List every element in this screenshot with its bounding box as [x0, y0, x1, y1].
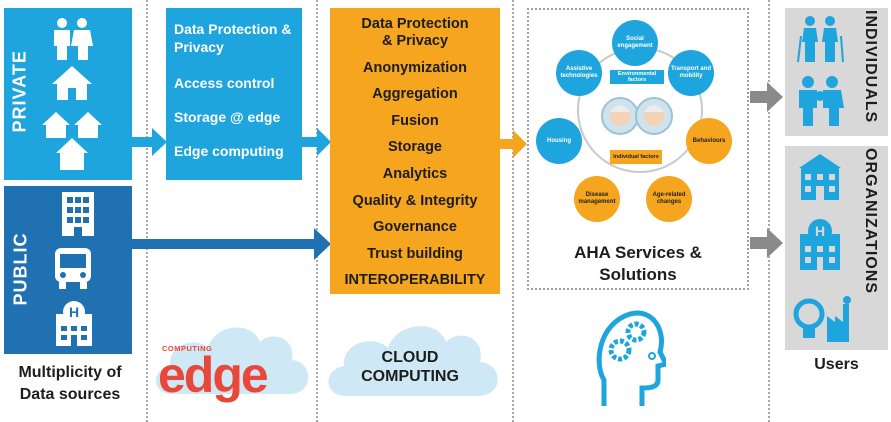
aha-caption-line1: AHA Services & — [574, 243, 702, 262]
social-engagement-circle: Social engagement — [612, 20, 658, 66]
family-icon — [799, 76, 844, 126]
environmental-factors-label: Environmental factors — [610, 70, 664, 84]
cloud-item-5: Storage — [388, 139, 442, 156]
aha-caption: AHA Services & Solutions — [527, 242, 749, 286]
cloud-item-2: Anonymization — [363, 59, 467, 76]
organizations-panel: H ORGANIZATIONS — [785, 146, 888, 350]
school-icon — [799, 154, 841, 200]
edge-logo-small-text: COMPUTING — [162, 344, 213, 353]
arrow-aha-to-organizations — [750, 228, 783, 258]
arrow-private-to-edge — [132, 128, 167, 156]
public-label: PUBLIC — [10, 232, 31, 306]
houses-icon — [42, 112, 102, 170]
arrow-public-to-cloud — [132, 228, 331, 260]
sources-caption: Multiplicity of Data sources — [4, 362, 136, 406]
disease-management-circle: Disease management — [574, 176, 620, 222]
cloud-item-3: Aggregation — [372, 86, 458, 103]
edge-item-3: Storage @ edge — [174, 109, 281, 125]
innovation-industry-icon — [793, 296, 851, 342]
separator-4 — [768, 0, 770, 422]
separator-3 — [512, 0, 514, 422]
edge-item-1: Data Protection & Privacy — [174, 21, 292, 55]
users-caption: Users — [814, 356, 859, 373]
cloud-computing-label: CLOUD COMPUTING — [340, 348, 480, 386]
organizations-label: ORGANIZATIONS — [862, 148, 879, 295]
transport-mobility-circle: Transport and mobility — [668, 50, 714, 96]
hospital-building-icon: H — [800, 219, 840, 270]
cloud-label-line2: COMPUTING — [361, 368, 459, 385]
aha-caption-line2: Solutions — [599, 265, 677, 284]
arrow-cloud-to-aha — [500, 130, 527, 158]
cloud-item-1: Data Protection & Privacy — [361, 16, 469, 49]
behaviours-circle: Behaviours — [686, 118, 732, 164]
edge-item-2: Access control — [174, 75, 275, 91]
arrow-edge-to-cloud — [302, 128, 331, 156]
edge-logo-word: edge — [158, 347, 269, 403]
cloud-item-10: INTEROPERABILITY — [344, 272, 486, 289]
private-sources-box: PRIVATE — [4, 8, 132, 180]
individual-factors-label: Individual factors — [610, 150, 662, 164]
cloud-label-line1: CLOUD — [381, 349, 439, 366]
cloud-item-8: Governance — [373, 219, 457, 236]
edge-item-4: Edge computing — [174, 143, 284, 159]
individuals-label: INDIVIDUALS — [862, 10, 879, 124]
separator-2 — [316, 0, 318, 422]
sources-caption-line1: Multiplicity of — [18, 364, 122, 381]
edge-cloud-shape — [155, 327, 309, 394]
head-gears-icon — [596, 310, 666, 406]
bus-icon — [55, 248, 91, 289]
cloud-item-4: Fusion — [391, 112, 439, 129]
edge-functions-box: Data Protection & Privacy Access control… — [166, 8, 302, 180]
cloud-functions-box: Data Protection & Privacy Anonymization … — [330, 8, 500, 294]
assistive-technologies-circle: Assistive technologies — [556, 50, 602, 96]
house-icon — [52, 66, 92, 100]
cloud-item-9: Trust building — [367, 245, 463, 262]
building-icon — [62, 192, 94, 236]
housing-circle: Housing — [536, 118, 582, 164]
elderly-people-icon — [797, 16, 844, 63]
cloud-computing-shape — [328, 326, 498, 396]
svg-text:H: H — [69, 304, 79, 320]
people-icon — [54, 18, 93, 60]
arrow-aha-to-individuals — [750, 82, 783, 112]
cloud-item-7: Quality & Integrity — [352, 192, 478, 209]
hospital-icon: H — [56, 301, 92, 346]
individuals-panel: INDIVIDUALS — [785, 8, 888, 136]
age-related-changes-circle: Age-related changes — [646, 176, 692, 222]
sources-caption-line2: Data sources — [19, 386, 121, 403]
svg-text:H: H — [815, 223, 825, 239]
cloud-item-6: Analytics — [382, 165, 448, 182]
elderly-couple-icon — [601, 97, 673, 135]
public-sources-box: PUBLIC H — [4, 186, 132, 354]
private-label: PRIVATE — [9, 50, 30, 133]
separator-1 — [146, 0, 148, 422]
